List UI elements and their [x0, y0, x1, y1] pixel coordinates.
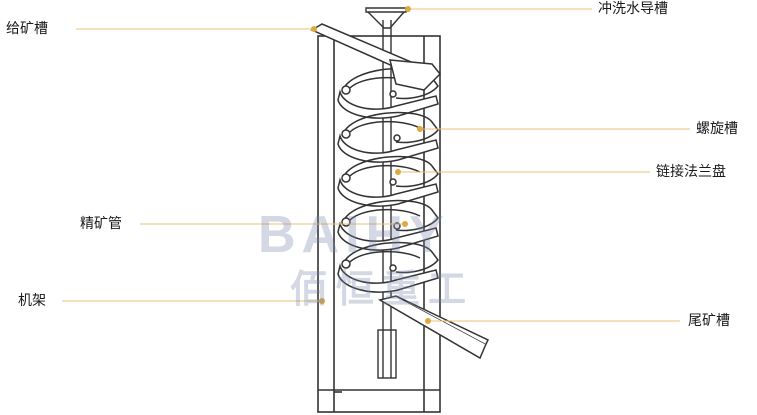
spiral-turn — [337, 241, 439, 293]
label-concentrate-pipe: 精矿管 — [80, 216, 122, 232]
label-spiral-trough: 螺旋槽 — [696, 121, 738, 137]
label-flange-plate: 链接法兰盘 — [656, 164, 726, 180]
dot-flange-plate — [395, 169, 401, 175]
spiral-inlet — [389, 59, 442, 91]
watermark-brand-en: BAIHY — [258, 206, 450, 264]
label-frame: 机架 — [18, 293, 46, 309]
dot-tailings-trough — [425, 318, 431, 324]
dot-spiral-trough — [417, 126, 423, 132]
watermark-brand-cn: 佰恒重工 — [290, 267, 475, 311]
wash-water-funnel — [365, 7, 407, 29]
tailings-trough — [378, 295, 490, 360]
dot-feed-trough — [311, 26, 317, 32]
dot-concentrate-pipe — [402, 221, 408, 227]
leader-lines — [62, 8, 690, 322]
dot-wash-water — [405, 6, 411, 12]
label-wash-water-trough: 冲洗水导槽 — [598, 1, 668, 17]
dot-frame — [319, 298, 325, 304]
spiral-turn — [337, 111, 439, 163]
spiral-turn — [337, 155, 439, 207]
spiral-turns — [337, 59, 442, 293]
leader-dots — [311, 6, 431, 324]
label-tailings-trough: 尾矿槽 — [688, 313, 730, 329]
label-feed-trough: 给矿槽 — [6, 21, 48, 37]
spiral-turn — [337, 199, 439, 251]
